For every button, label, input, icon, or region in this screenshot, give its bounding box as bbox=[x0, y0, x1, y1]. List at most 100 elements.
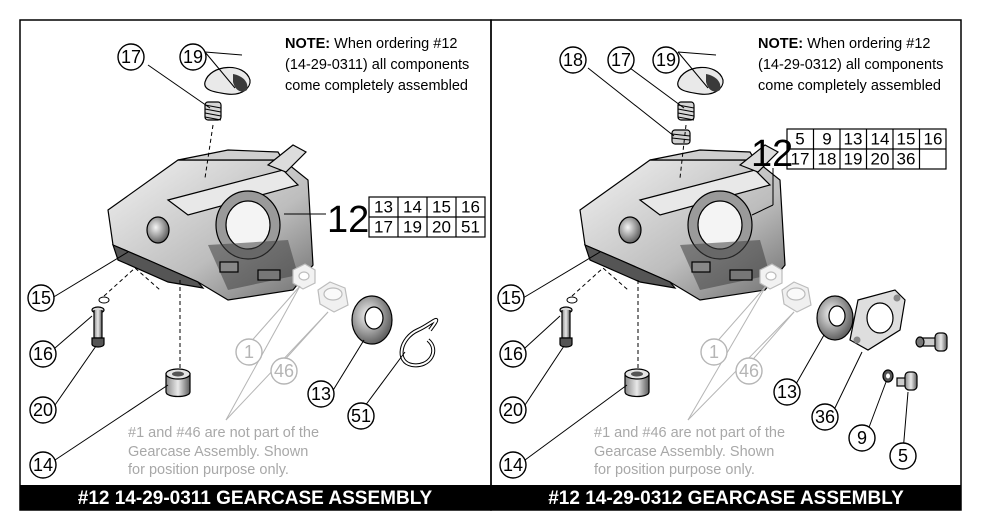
right-components-table: 12 5 9 13 14 15 16 17 18 19 20 36 bbox=[751, 128, 947, 175]
svg-text:19: 19 bbox=[183, 47, 203, 67]
left-callout-51: 51 bbox=[347, 402, 375, 430]
right-gray-part-46 bbox=[781, 281, 812, 313]
left-bearing-part-13 bbox=[351, 295, 393, 345]
svg-text:9: 9 bbox=[857, 428, 867, 448]
right-note-line-1: NOTE: When ordering #12 bbox=[758, 36, 930, 52]
left-knob-part-19 bbox=[204, 66, 251, 95]
right-table-cell: 36 bbox=[897, 150, 916, 169]
left-gray-note-line-2: Gearcase Assembly. Shown bbox=[128, 444, 308, 460]
right-table-cell: 17 bbox=[791, 150, 810, 169]
right-table-assembly-number: 12 bbox=[751, 133, 793, 175]
left-gray-part-1 bbox=[292, 263, 316, 290]
left-callout-20: 20 bbox=[29, 396, 57, 424]
right-table-cell: 15 bbox=[897, 130, 916, 149]
left-callout-16: 16 bbox=[29, 340, 57, 368]
svg-text:1: 1 bbox=[244, 342, 254, 362]
left-panel: NOTE: When ordering #12 (14-29-0311) all… bbox=[20, 36, 491, 510]
right-gray-note-line-2: Gearcase Assembly. Shown bbox=[594, 444, 774, 460]
right-gray-note-line-3: for position purpose only. bbox=[594, 462, 755, 478]
left-callout-46: 46 bbox=[270, 357, 298, 385]
left-components-table: 12 13 14 15 16 17 19 20 51 bbox=[327, 196, 486, 241]
svg-text:1: 1 bbox=[709, 342, 719, 362]
right-callout-1: 1 bbox=[700, 338, 728, 366]
svg-text:14: 14 bbox=[503, 455, 523, 475]
left-callout-14: 14 bbox=[29, 451, 57, 479]
right-title: #12 14-29-0312 GEARCASE ASSEMBLY bbox=[548, 488, 904, 509]
right-table-cell: 14 bbox=[871, 130, 890, 149]
right-title-bar bbox=[491, 485, 961, 510]
left-callout-17: 17 bbox=[117, 43, 145, 71]
svg-text:46: 46 bbox=[739, 361, 759, 381]
right-pin-part-16 bbox=[559, 306, 573, 348]
right-callout-16: 16 bbox=[499, 340, 527, 368]
right-gray-part-1 bbox=[759, 263, 783, 290]
svg-text:18: 18 bbox=[563, 50, 583, 70]
right-knob-part-19 bbox=[677, 66, 724, 95]
right-table-cell: 18 bbox=[818, 150, 837, 169]
left-retaining-ring-part-51 bbox=[399, 317, 439, 368]
svg-text:20: 20 bbox=[503, 400, 523, 420]
left-table-cell: 20 bbox=[432, 218, 451, 237]
svg-text:19: 19 bbox=[656, 50, 676, 70]
right-callout-9: 9 bbox=[848, 424, 876, 452]
svg-text:20: 20 bbox=[33, 400, 53, 420]
left-callout-1: 1 bbox=[235, 338, 263, 366]
left-table-cell: 15 bbox=[432, 198, 451, 217]
right-callout-19: 19 bbox=[652, 46, 680, 74]
right-callout-15: 15 bbox=[497, 284, 525, 312]
svg-text:15: 15 bbox=[501, 288, 521, 308]
svg-text:17: 17 bbox=[611, 50, 631, 70]
left-title-bar bbox=[20, 485, 491, 510]
right-callout-18: 18 bbox=[559, 46, 587, 74]
left-table-cell: 14 bbox=[403, 198, 422, 217]
svg-text:36: 36 bbox=[815, 407, 835, 427]
svg-text:15: 15 bbox=[31, 288, 51, 308]
svg-text:13: 13 bbox=[777, 382, 797, 402]
left-note-line-2: (14-29-0311) all components bbox=[285, 57, 469, 73]
right-screw-part-5 bbox=[896, 371, 918, 391]
svg-text:16: 16 bbox=[33, 344, 53, 364]
left-callout-19: 19 bbox=[179, 43, 207, 71]
left-table-cell: 19 bbox=[403, 218, 422, 237]
svg-text:17: 17 bbox=[121, 47, 141, 67]
left-washer bbox=[98, 296, 110, 304]
left-gearcase-housing bbox=[107, 144, 314, 301]
left-title: #12 14-29-0311 GEARCASE ASSEMBLY bbox=[78, 488, 433, 509]
right-note-line-3: come completely assembled bbox=[758, 78, 941, 94]
right-table-cell: 16 bbox=[924, 130, 943, 149]
right-bracket-part-36 bbox=[849, 289, 906, 351]
left-table-cell: 51 bbox=[461, 218, 480, 237]
svg-text:16: 16 bbox=[503, 344, 523, 364]
svg-text:51: 51 bbox=[351, 406, 371, 426]
right-panel: NOTE: When ordering #12 (14-29-0312) all… bbox=[491, 36, 961, 510]
left-note-line-3: come completely assembled bbox=[285, 78, 468, 94]
left-callout-15: 15 bbox=[27, 284, 55, 312]
right-table-cell: 5 bbox=[795, 130, 804, 149]
right-note-line-2: (14-29-0312) all components bbox=[758, 57, 943, 73]
svg-text:13: 13 bbox=[311, 384, 331, 404]
left-table-assembly-number: 12 bbox=[327, 199, 369, 241]
left-callout-13: 13 bbox=[307, 380, 335, 408]
right-fitting-part-18 bbox=[671, 129, 691, 145]
left-table-cell: 13 bbox=[374, 198, 393, 217]
right-callout-17: 17 bbox=[607, 46, 635, 74]
right-callout-14: 14 bbox=[499, 451, 527, 479]
svg-text:46: 46 bbox=[274, 361, 294, 381]
left-spring-part-17 bbox=[204, 101, 222, 121]
left-gray-note-line-3: for position purpose only. bbox=[128, 462, 289, 478]
right-callout-5: 5 bbox=[889, 442, 917, 470]
left-note-line-1: NOTE: When ordering #12 bbox=[285, 36, 457, 52]
right-table-cell: 20 bbox=[871, 150, 890, 169]
right-bearing-part-13 bbox=[816, 295, 854, 341]
left-table-cell: 17 bbox=[374, 218, 393, 237]
right-washer-part-9 bbox=[882, 369, 894, 383]
right-callout-46: 46 bbox=[735, 357, 763, 385]
left-bushing-part-14 bbox=[165, 368, 191, 398]
right-table-cell: 13 bbox=[844, 130, 863, 149]
right-gray-note-line-1: #1 and #46 are not part of the bbox=[594, 425, 785, 441]
right-screw-top bbox=[915, 332, 948, 352]
right-table-cell: 9 bbox=[822, 130, 831, 149]
left-pin-part-16 bbox=[91, 306, 105, 348]
